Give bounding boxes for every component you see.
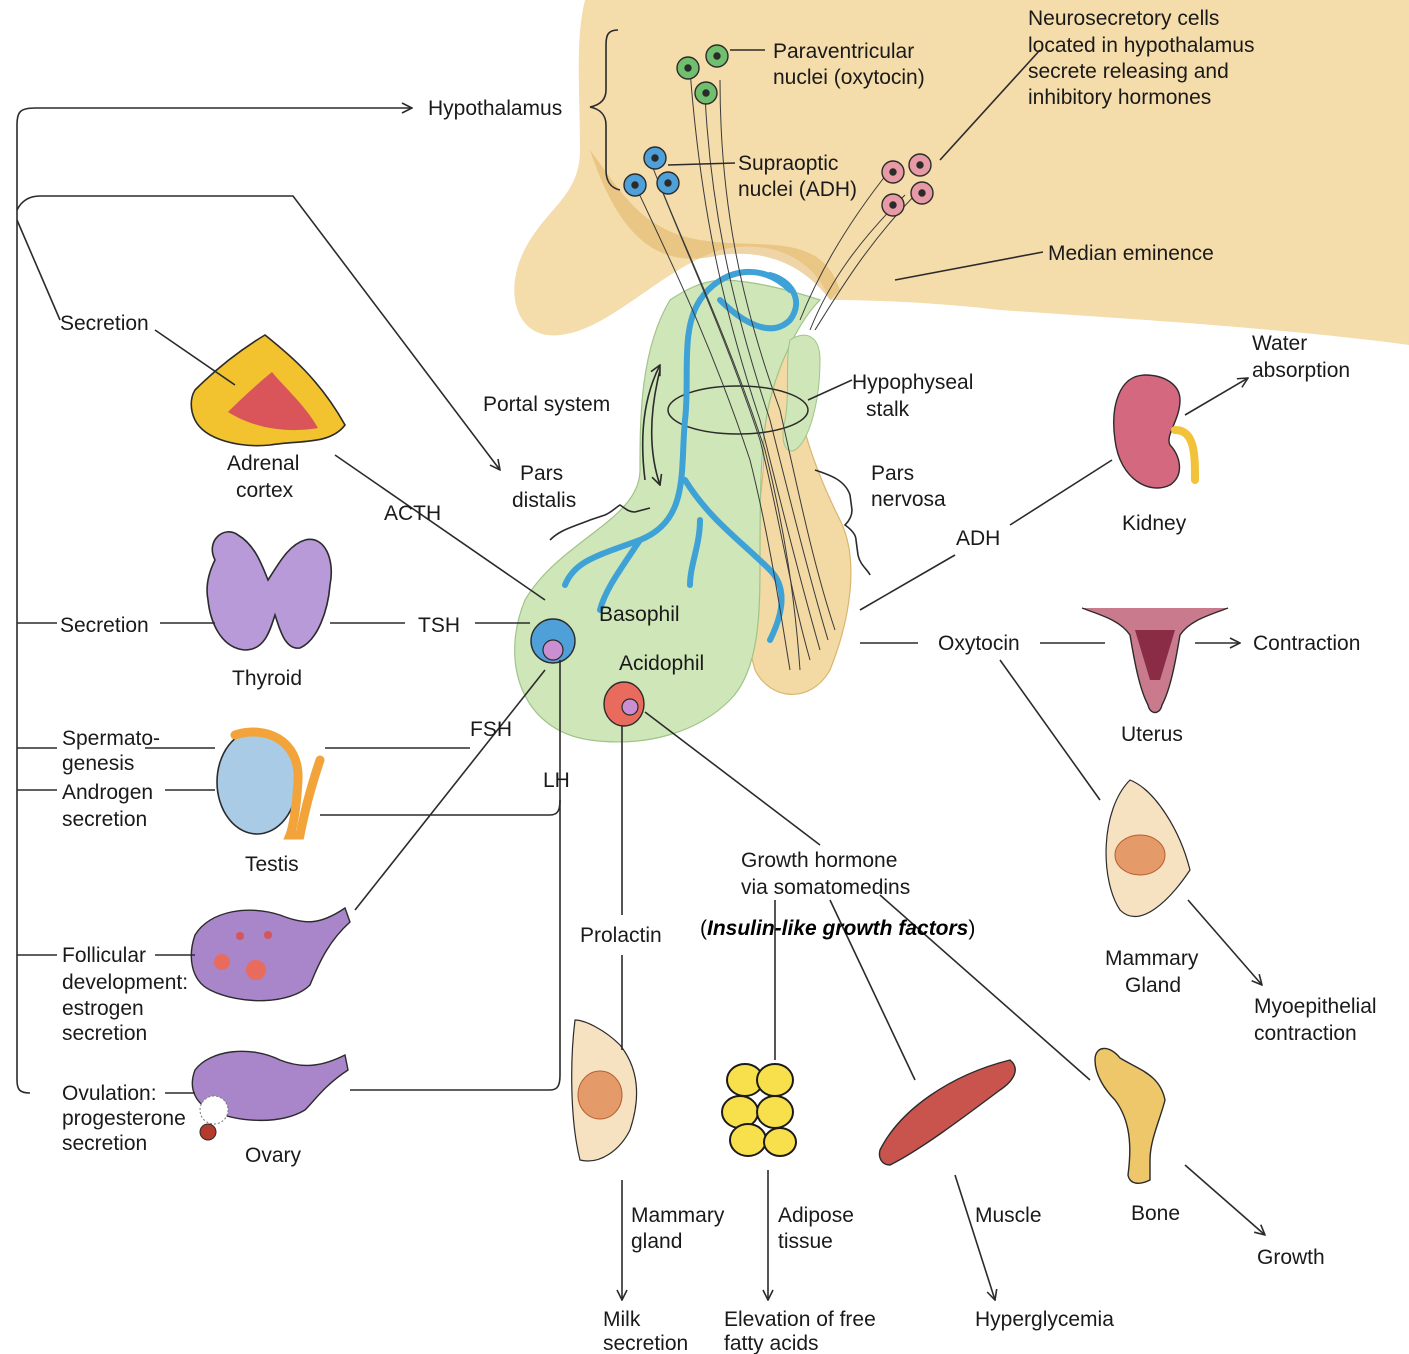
label-ovulation-1: Ovulation: — [62, 1082, 157, 1105]
label-paraventricular-2: nuclei (oxytocin) — [773, 66, 925, 89]
label-adrenal-2: cortex — [236, 479, 294, 502]
label-ovulation-2: progesterone — [62, 1107, 186, 1130]
label-neurosecretory-3: secrete releasing and — [1028, 60, 1229, 83]
label-hyperglycemia: Hyperglycemia — [975, 1308, 1114, 1331]
label-androgen-2: secretion — [62, 808, 147, 831]
label-mammary-left-1: Mammary — [631, 1204, 725, 1227]
label-adipose-1: Adipose — [778, 1204, 854, 1227]
label-ffa-1: Elevation of free — [724, 1308, 876, 1331]
adipose-tissue-illustration — [722, 1064, 796, 1156]
mammary-gland-left-illustration — [572, 1020, 637, 1161]
label-supraoptic-1: Supraoptic — [738, 152, 838, 175]
label-neurosecretory-4: inhibitory hormones — [1028, 86, 1211, 109]
label-secretion-adrenal: Secretion — [60, 312, 149, 335]
label-myoepithelial-2: contraction — [1254, 1022, 1357, 1045]
label-mammary-right-1: Mammary — [1105, 947, 1199, 970]
label-hypothalamus: Hypothalamus — [428, 97, 562, 120]
igf-close-paren: ) — [968, 917, 975, 940]
label-hypophyseal-2: stalk — [866, 398, 910, 421]
igf-text: Insulin-like growth factors — [707, 917, 968, 940]
label-hypophyseal-1: Hypophyseal — [852, 371, 973, 394]
label-ovary: Ovary — [245, 1144, 302, 1167]
label-acth: ACTH — [384, 502, 441, 525]
label-milk-1: Milk — [603, 1308, 641, 1331]
testis-illustration — [217, 730, 320, 835]
label-spermato-1: Spermato- — [62, 727, 160, 750]
label-androgen-1: Androgen — [62, 781, 153, 804]
label-basophil: Basophil — [599, 603, 680, 626]
label-tsh: TSH — [418, 614, 460, 637]
bone-illustration — [1095, 1048, 1165, 1183]
adrenal-cortex-illustration — [191, 335, 345, 446]
label-uterus: Uterus — [1121, 723, 1183, 746]
kidney-illustration — [1114, 375, 1195, 488]
label-lh: LH — [543, 769, 570, 792]
label-adipose-2: tissue — [778, 1230, 833, 1253]
label-portal-system: Portal system — [483, 393, 610, 416]
label-neurosecretory-2: located in hypothalamus — [1028, 34, 1254, 57]
label-muscle: Muscle — [975, 1204, 1042, 1227]
ovary-ovulation-illustration — [192, 1051, 348, 1140]
label-supraoptic-2: nuclei (ADH) — [738, 178, 857, 201]
label-adh: ADH — [956, 527, 1000, 550]
label-bone: Bone — [1131, 1202, 1180, 1225]
label-water-1: Water — [1252, 332, 1307, 355]
label-growth-hormone-1: Growth hormone — [741, 849, 897, 872]
label-pars-distalis-1: Pars — [520, 462, 563, 485]
label-igf: (Insulin-like growth factors) — [700, 917, 975, 940]
label-growth: Growth — [1257, 1246, 1325, 1269]
basophil-cell — [531, 619, 575, 663]
label-pars-nervosa-1: Pars — [871, 462, 914, 485]
label-neurosecretory-1: Neurosecretory cells — [1028, 7, 1219, 30]
label-myoepithelial-1: Myoepithelial — [1254, 995, 1377, 1018]
label-contraction: Contraction — [1253, 632, 1360, 655]
label-ovulation-3: secretion — [62, 1132, 147, 1155]
label-follicular-2: development: — [62, 971, 188, 994]
label-oxytocin: Oxytocin — [938, 632, 1020, 655]
label-pars-distalis-2: distalis — [512, 489, 576, 512]
label-secretion-thyroid: Secretion — [60, 614, 149, 637]
muscle-illustration — [879, 1060, 1015, 1165]
label-prolactin: Prolactin — [580, 924, 662, 947]
igf-open-paren: ( — [700, 917, 707, 940]
hypothalamus-tissue — [514, 0, 1409, 345]
mammary-gland-right-illustration — [1106, 780, 1190, 916]
label-thyroid: Thyroid — [232, 667, 302, 690]
label-acidophil: Acidophil — [619, 652, 704, 675]
acidophil-cell — [604, 682, 644, 726]
label-water-2: absorption — [1252, 359, 1350, 382]
label-follicular-1: Follicular — [62, 944, 146, 967]
label-spermato-2: genesis — [62, 752, 134, 775]
label-adrenal-1: Adrenal — [227, 452, 299, 475]
label-milk-2: secretion — [603, 1332, 688, 1354]
label-kidney: Kidney — [1122, 512, 1187, 535]
ovary-follicular-illustration — [191, 908, 350, 1001]
label-follicular-3: estrogen — [62, 997, 144, 1020]
label-paraventricular-1: Paraventricular — [773, 40, 914, 63]
thyroid-illustration — [207, 532, 331, 650]
label-pars-nervosa-2: nervosa — [871, 488, 946, 511]
label-follicular-4: secretion — [62, 1022, 147, 1045]
label-ffa-2: fatty acids — [724, 1332, 819, 1354]
label-fsh: FSH — [470, 718, 512, 741]
label-testis: Testis — [245, 853, 299, 876]
uterus-illustration — [1082, 608, 1228, 713]
label-mammary-left-2: gland — [631, 1230, 682, 1253]
label-median-eminence: Median eminence — [1048, 242, 1214, 265]
label-mammary-right-2: Gland — [1125, 974, 1181, 997]
label-growth-hormone-2: via somatomedins — [741, 876, 910, 899]
